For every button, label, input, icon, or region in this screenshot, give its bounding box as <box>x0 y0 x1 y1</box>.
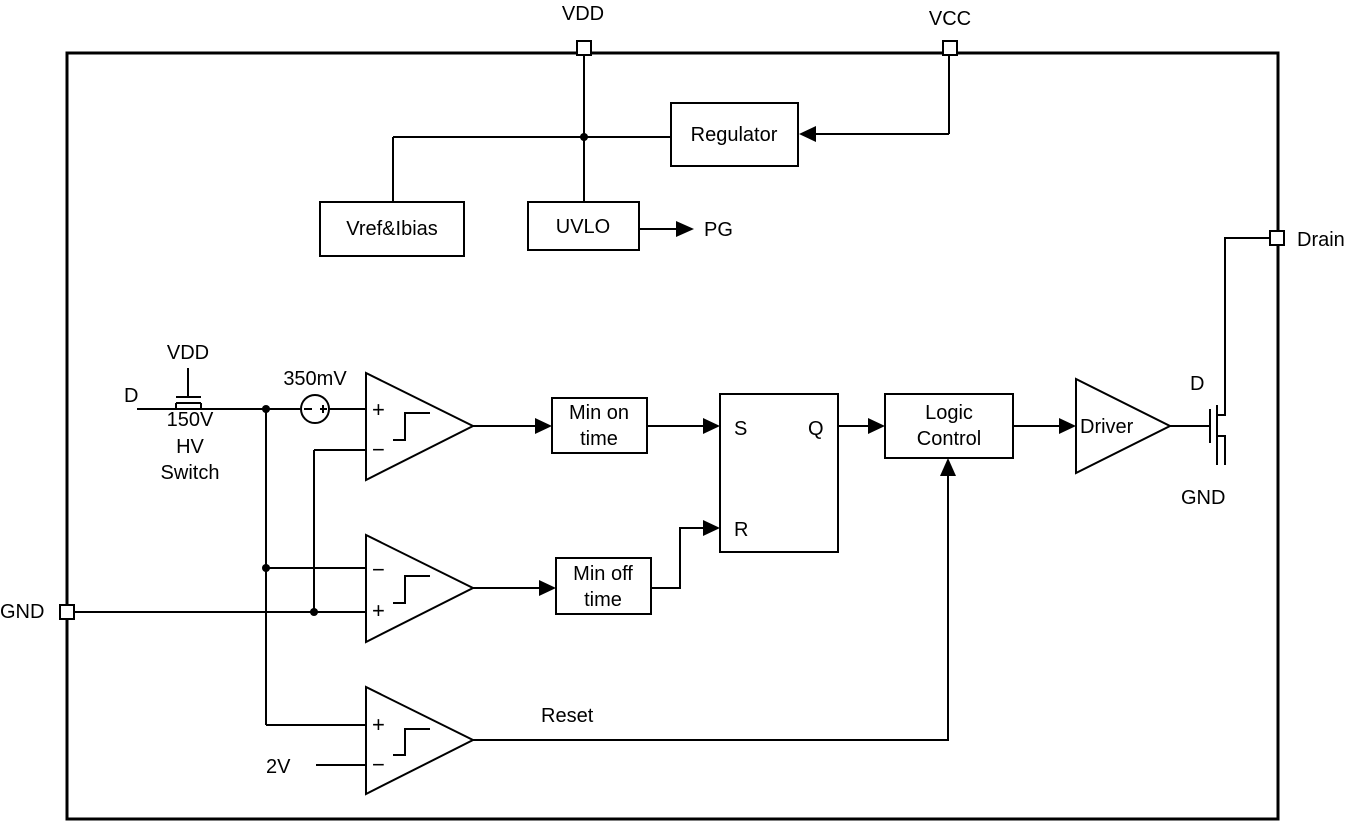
pin-vcc <box>942 40 958 56</box>
arrow-min-off <box>539 580 556 596</box>
hv-d-label: D <box>124 385 138 407</box>
comparator-1-plus: + <box>372 397 385 422</box>
hv-switch-label-line2: HV <box>176 436 204 458</box>
source-350mv-label: 350mV <box>283 368 347 390</box>
arrow-pg <box>676 221 694 237</box>
arrow-set <box>703 418 720 434</box>
uvlo-label: UVLO <box>556 216 610 238</box>
arrow-reset-input <box>703 520 720 536</box>
comparator-3 <box>365 685 476 796</box>
pin-vdd <box>576 40 592 56</box>
internal-wiring <box>74 405 366 766</box>
pg-label: PG <box>704 219 733 241</box>
hv-switch-label-line1: 150V <box>167 409 214 431</box>
vref-ibias-label: Vref&Ibias <box>346 218 438 240</box>
output-mosfet <box>1170 237 1270 465</box>
hv-vdd-label: VDD <box>167 342 209 364</box>
min-off-label-line1: Min off <box>573 563 633 585</box>
arrow-into-regulator <box>799 126 816 142</box>
vref-ibias-block <box>319 201 465 257</box>
min-on-label-line2: time <box>580 428 618 450</box>
uvlo-block <box>527 201 640 251</box>
logic-control-label-line2: Control <box>917 428 981 450</box>
pin-vdd-label: VDD <box>562 3 604 25</box>
comparator-3-plus: + <box>372 712 385 737</box>
reset-label: Reset <box>541 705 594 727</box>
mosfet-gnd-label: GND <box>1181 487 1225 509</box>
sr-latch-r-label: R <box>734 519 748 541</box>
mosfet-d-label: D <box>1190 373 1204 395</box>
driver-label: Driver <box>1080 416 1134 438</box>
comparator-3-minus: − <box>372 752 385 777</box>
comparator-1-minus: − <box>372 437 385 462</box>
sr-latch-s-label: S <box>734 418 747 440</box>
logic-control-label-line1: Logic <box>925 402 973 424</box>
pin-gnd-label: GND <box>0 601 44 623</box>
logic-control-block <box>884 393 1014 459</box>
pin-gnd <box>59 604 75 620</box>
min-off-time-block <box>555 557 652 615</box>
top-section <box>392 55 950 237</box>
min-off-label-line2: time <box>584 589 622 611</box>
arrow-logic <box>868 418 885 434</box>
driver-buffer <box>1075 377 1173 475</box>
comparator-2-minus: − <box>372 557 385 582</box>
min-on-label-line1: Min on <box>569 402 629 424</box>
comparator-2-plus: + <box>372 598 385 623</box>
pin-drain <box>1269 230 1285 246</box>
ref-2v-label: 2V <box>266 756 291 778</box>
hv-switch-label-line3: Switch <box>161 462 220 484</box>
comparator-1 <box>365 371 476 482</box>
chip-boundary <box>65 51 1280 821</box>
comparator-2 <box>365 533 476 644</box>
arrow-reset <box>940 458 956 476</box>
sr-latch-block <box>719 393 839 553</box>
arrow-driver <box>1059 418 1076 434</box>
arrow-min-on <box>535 418 552 434</box>
min-on-time-block <box>551 397 648 454</box>
regulator-block <box>670 102 799 167</box>
regulator-label: Regulator <box>691 124 778 146</box>
hv-switch <box>137 368 300 410</box>
pin-vcc-label: VCC <box>929 8 971 30</box>
sr-latch-q-label: Q <box>808 418 824 440</box>
pin-drain-label: Drain <box>1297 229 1345 251</box>
junction-dot <box>580 133 588 141</box>
